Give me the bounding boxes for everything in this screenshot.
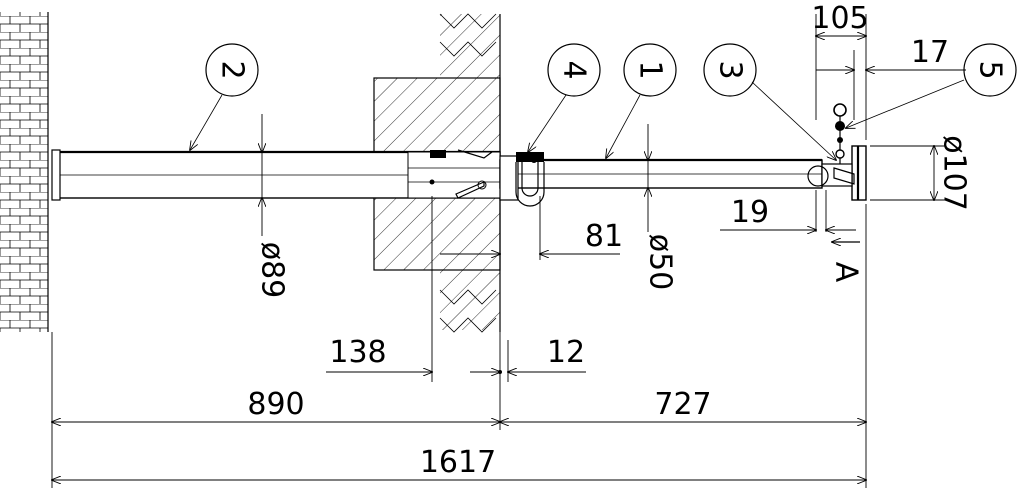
dim-19: 19 <box>720 190 856 232</box>
svg-text:17: 17 <box>911 35 949 70</box>
svg-text:105: 105 <box>811 1 868 36</box>
balloon-2: 2 <box>190 43 259 150</box>
svg-text:138: 138 <box>329 335 386 370</box>
svg-text:ø50: ø50 <box>643 234 678 291</box>
svg-text:2: 2 <box>215 60 250 79</box>
svg-text:5: 5 <box>973 60 1008 79</box>
svg-text:1: 1 <box>633 60 668 79</box>
svg-text:A: A <box>829 262 864 283</box>
dim-50: ø50 <box>643 124 678 290</box>
tube-50 <box>499 152 823 207</box>
balloon-3: 3 <box>703 43 836 160</box>
dim-727: 727 <box>500 204 866 488</box>
svg-text:3: 3 <box>713 60 748 79</box>
brick-wall <box>0 12 49 332</box>
svg-text:727: 727 <box>654 387 711 422</box>
balloon-4: 4 <box>528 43 601 152</box>
svg-text:19: 19 <box>731 195 769 230</box>
end-fitting <box>807 103 867 201</box>
dim-1617: 1617 <box>52 445 866 480</box>
dim-138: 138 <box>326 196 500 382</box>
dim-890: 890 <box>52 332 500 488</box>
view-arrow-a: A <box>829 242 864 283</box>
dim-105: 105 <box>811 1 869 140</box>
dim-81: 81 <box>440 196 623 260</box>
svg-text:4: 4 <box>557 60 592 79</box>
svg-text:ø89: ø89 <box>255 242 290 299</box>
svg-text:890: 890 <box>247 387 304 422</box>
balloon-5: 5 <box>846 43 1017 128</box>
balloon-1: 1 <box>606 43 677 158</box>
svg-text:81: 81 <box>585 219 623 254</box>
dim-17: 17 <box>816 35 966 120</box>
dim-107: ø107 <box>870 135 972 211</box>
tube-89 <box>51 149 501 201</box>
svg-text:12: 12 <box>547 335 585 370</box>
dim-89: ø89 <box>255 114 290 298</box>
svg-text:ø107: ø107 <box>937 135 972 211</box>
dim-12: 12 <box>498 335 586 382</box>
svg-text:1617: 1617 <box>420 445 496 480</box>
